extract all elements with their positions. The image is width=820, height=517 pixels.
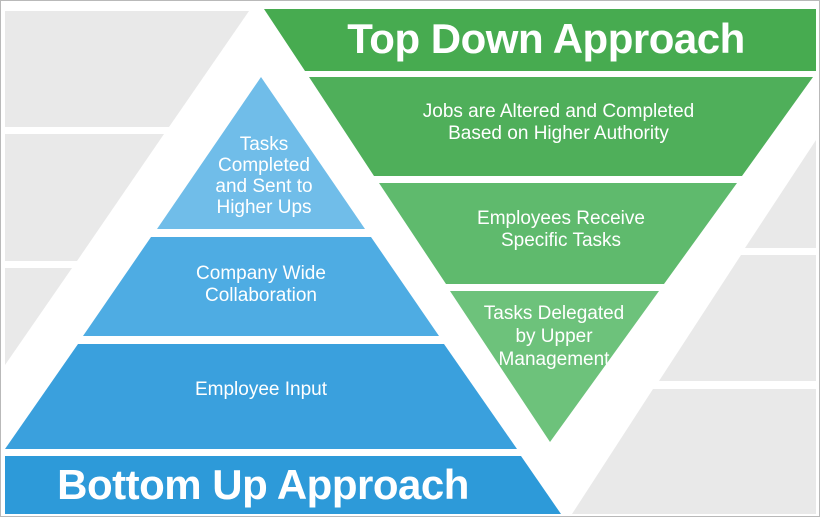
background-band-left-3	[5, 268, 72, 365]
top-down-title-band	[264, 9, 816, 71]
bottom-up-level-2-shape	[83, 237, 439, 336]
background-band-right-1	[745, 140, 816, 248]
background-band-left-2	[5, 134, 164, 261]
top-down-level-1-shape	[309, 77, 813, 176]
top-down-title: Top Down Approach	[347, 15, 745, 62]
top-down-level-3-shape	[450, 291, 659, 442]
top-down-level-3-label: Tasks Delegated by Upper Management	[483, 303, 625, 370]
bottom-up-title: Bottom Up Approach	[57, 461, 469, 508]
bottom-up-level-1-label: Tasks Completed and Sent to Higher Ups	[215, 134, 313, 218]
background-band-right-2	[659, 255, 816, 381]
bottom-up-level-1-shape	[157, 77, 365, 229]
background-band-right-3	[572, 389, 816, 514]
top-down-level-2-shape	[379, 183, 737, 284]
bottom-up-level-2-label: Company Wide Collaboration	[196, 263, 326, 306]
top-down-level-2-label: Employees Receive Specific Tasks	[477, 208, 645, 251]
bottom-up-level-3-shape	[5, 344, 517, 449]
bottom-up-title-band	[5, 456, 561, 514]
top-down-level-1-label: Jobs are Altered and Completed Based on …	[422, 101, 695, 144]
background-band-left-1	[5, 11, 249, 127]
bottom-up-level-3-label: Employee Input	[194, 379, 328, 400]
